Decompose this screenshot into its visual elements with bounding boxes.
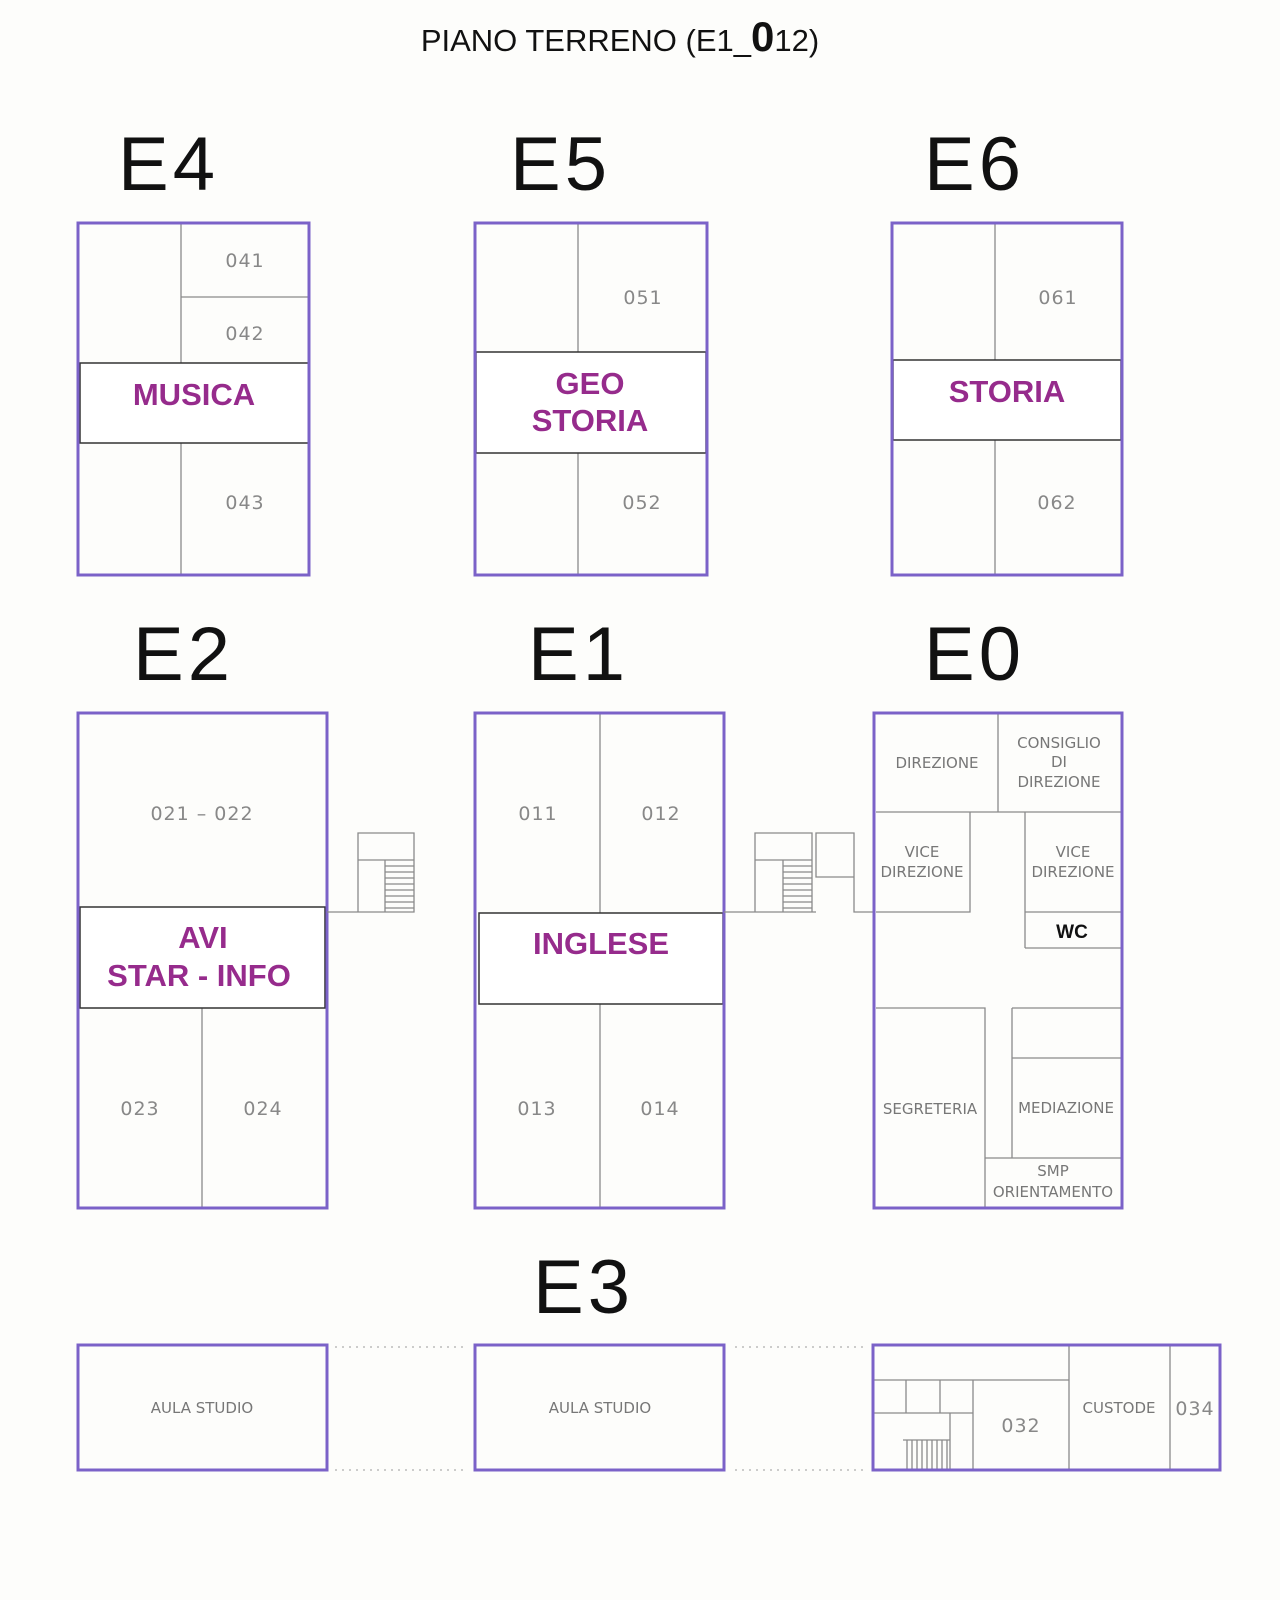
room-vice-direzione: DIREZIONE xyxy=(1031,863,1114,881)
room-custode: CUSTODE xyxy=(1083,1399,1156,1417)
room-024: 024 xyxy=(243,1098,282,1120)
wing-label-e5: E5 xyxy=(510,122,611,207)
wing-label-e0: E0 xyxy=(924,612,1025,697)
wing-e3: AULA STUDIO AULA STUDIO 032 CUSTODE 034 xyxy=(76,1343,1222,1472)
room-direzione: DIREZIONE xyxy=(895,754,978,772)
subject-label: AVI xyxy=(178,920,227,955)
room-061: 061 xyxy=(1038,287,1077,309)
room-041: 041 xyxy=(225,250,264,272)
wing-e1: 011 012 013 014 INGLESE xyxy=(473,711,726,1210)
room-aula-studio: AULA STUDIO xyxy=(549,1399,651,1417)
subject-band xyxy=(475,351,707,454)
subject-label: INGLESE xyxy=(533,926,669,961)
room-051: 051 xyxy=(623,287,662,309)
wing-e0: DIREZIONE CONSIGLIO DI DIREZIONE VICE DI… xyxy=(872,711,1124,1210)
room-014: 014 xyxy=(640,1098,679,1120)
subject-band xyxy=(478,912,724,1005)
room-consiglio: DIREZIONE xyxy=(1017,773,1100,791)
room-052: 052 xyxy=(622,492,661,514)
subject-band xyxy=(892,359,1122,441)
room-021-022: 021 – 022 xyxy=(150,803,253,825)
wing-label-e3: E3 xyxy=(533,1245,634,1330)
wing-e6: 061 062 STORIA xyxy=(890,221,1124,577)
room-consiglio: DI xyxy=(1051,753,1067,771)
wing-label-e6: E6 xyxy=(924,122,1025,207)
room-segreteria: SEGRETERIA xyxy=(883,1100,978,1118)
room-vice-direzione: VICE xyxy=(905,843,940,861)
room-wc: WC xyxy=(1056,922,1088,943)
wing-label-e4: E4 xyxy=(118,122,219,207)
room-034: 034 xyxy=(1175,1398,1214,1420)
room-vice-direzione: VICE xyxy=(1056,843,1091,861)
room-aula-studio: AULA STUDIO xyxy=(151,1399,253,1417)
room-013: 013 xyxy=(517,1098,556,1120)
room-smp: SMP xyxy=(1037,1162,1069,1180)
subject-label: STORIA xyxy=(532,403,649,438)
room-smp: ORIENTAMENTO xyxy=(993,1183,1113,1201)
wing-e5: 051 052 GEO STORIA xyxy=(473,221,709,577)
wing-label-e1: E1 xyxy=(528,612,629,697)
room-mediazione: MEDIAZIONE xyxy=(1018,1099,1114,1117)
room-011: 011 xyxy=(518,803,557,825)
room-062: 062 xyxy=(1037,492,1076,514)
room-023: 023 xyxy=(120,1098,159,1120)
room-012: 012 xyxy=(641,803,680,825)
room-043: 043 xyxy=(225,492,264,514)
subject-band xyxy=(79,362,310,444)
room-vice-direzione: DIREZIONE xyxy=(880,863,963,881)
room-consiglio: CONSIGLIO xyxy=(1017,734,1101,752)
room-032: 032 xyxy=(1001,1415,1040,1437)
subject-label: MUSICA xyxy=(133,377,255,412)
subject-label: GEO xyxy=(556,366,625,401)
subject-label: STORIA xyxy=(949,374,1066,409)
stairs-icon xyxy=(724,832,874,913)
wing-e2: 021 – 022 023 024 AVI STAR - INFO xyxy=(76,711,329,1210)
subject-band xyxy=(79,906,326,1009)
wing-e4: 041 042 043 MUSICA xyxy=(76,221,311,577)
subject-label: STAR - INFO xyxy=(107,958,291,993)
room-042: 042 xyxy=(225,323,264,345)
stairs-icon xyxy=(327,832,415,913)
page-title: PIANO TERRENO (E1_012) xyxy=(421,13,819,60)
wing-label-e2: E2 xyxy=(133,612,234,697)
